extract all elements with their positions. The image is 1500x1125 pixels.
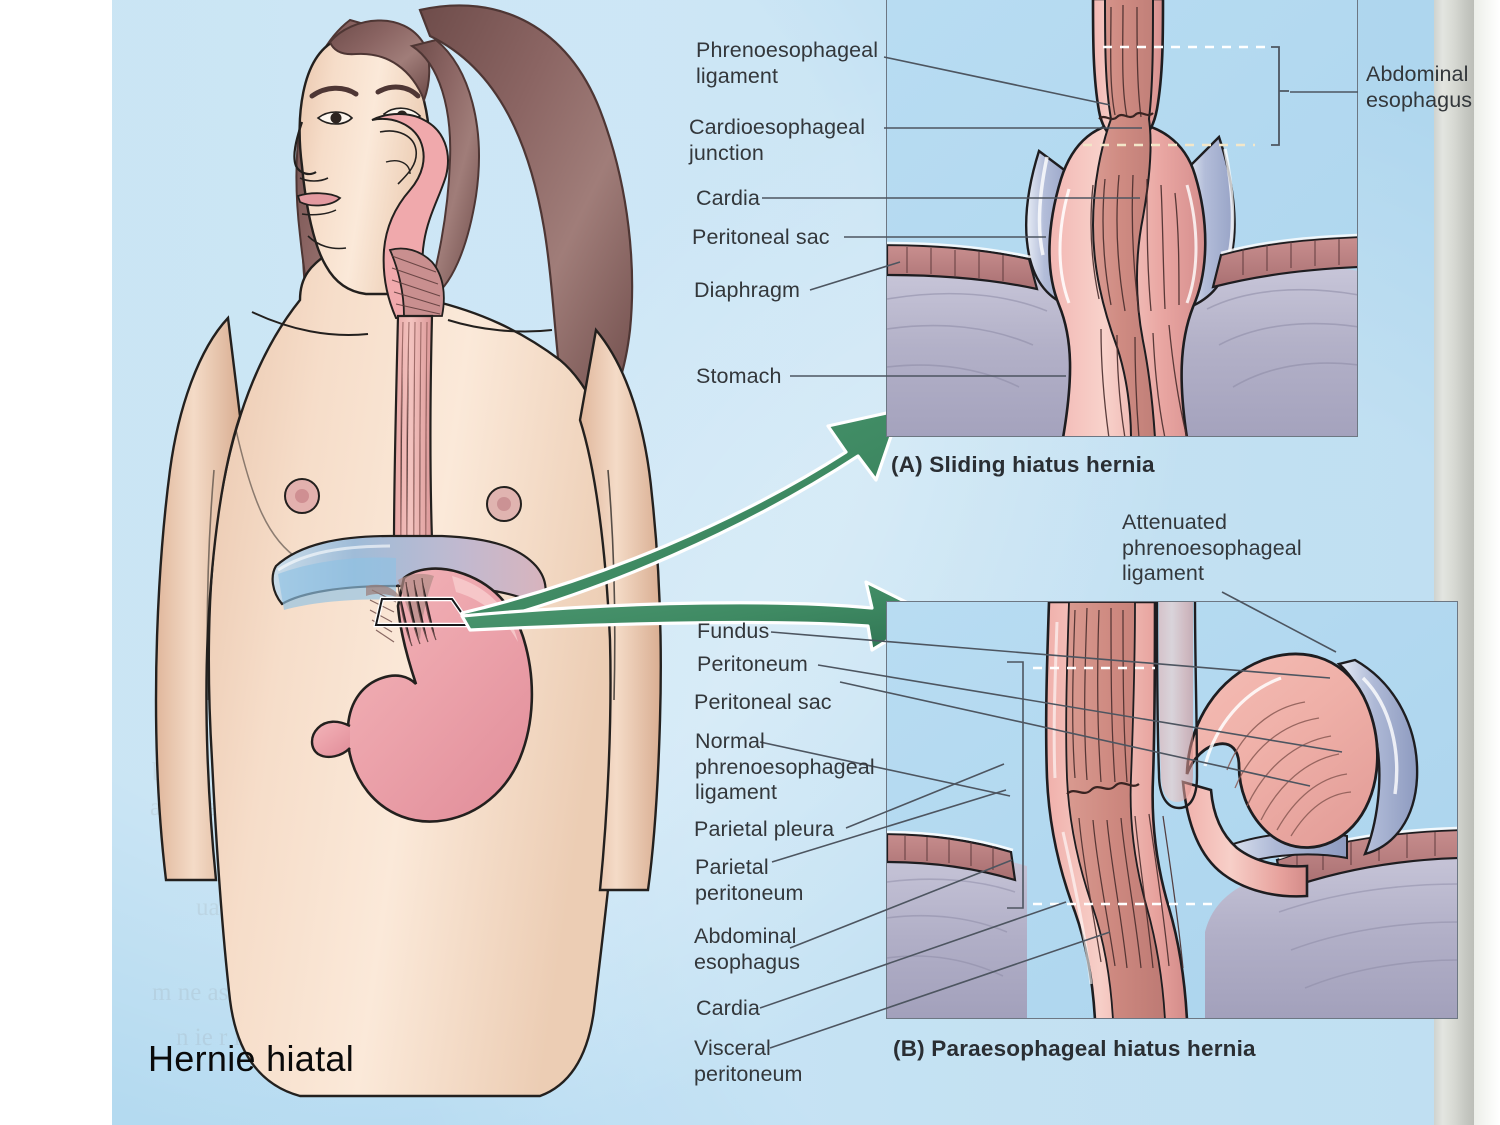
panel-a-label-abdominal-esophagus: Abdominal esophagus — [1366, 62, 1473, 112]
left-white-margin — [0, 0, 112, 1125]
panel-b-caption: (B) Paraesophageal hiatus hernia — [893, 1036, 1256, 1061]
book-page-edge-outer — [1474, 0, 1500, 1125]
panel-a-label-cardia: Cardia — [696, 186, 760, 210]
panel-b-label-cardia: Cardia — [696, 996, 760, 1020]
slide-title: Hernie hiatal — [148, 1038, 355, 1079]
panel-a-figure — [886, 0, 1358, 437]
panel-b-label-attenuated-phrenoesophageal-ligament: Attenuated phrenoesophageal ligament — [1122, 510, 1302, 585]
panel-a-label-diaphragm: Diaphragm — [694, 278, 801, 302]
panel-b-label-parietal-peritoneum: Parietal peritoneum — [695, 855, 804, 905]
panel-a-label-peritoneal-sac: Peritoneal sac — [692, 225, 830, 249]
panel-b-label-peritoneum: Peritoneum — [697, 652, 808, 676]
panel-b-label-visceral-peritoneum: Visceral peritoneum — [694, 1036, 803, 1086]
panel-b-drawing — [887, 602, 1457, 1018]
panel-b-label-peritoneal-sac: Peritoneal sac — [694, 690, 832, 714]
panel-a-label-phrenoesophageal-ligament: Phrenoesophageal ligament — [696, 38, 879, 88]
panel-b-figure — [886, 601, 1458, 1019]
panel-a-label-cardioesophageal-junction: Cardioesophageal junction — [689, 115, 866, 165]
panel-b-label-normal-phrenoesophageal-ligament: Normal phrenoesophageal ligament — [695, 729, 875, 804]
panel-a-label-stomach: Stomach — [696, 364, 782, 388]
panel-b-label-fundus: Fundus — [697, 619, 770, 643]
panel-b-label-abdominal-esophagus: Abdominal esophagus — [694, 924, 801, 974]
panel-b-label-parietal-pleura: Parietal pleura — [694, 817, 835, 841]
panel-a-drawing — [887, 0, 1357, 436]
panel-a-caption: (A) Sliding hiatus hernia — [891, 452, 1155, 477]
